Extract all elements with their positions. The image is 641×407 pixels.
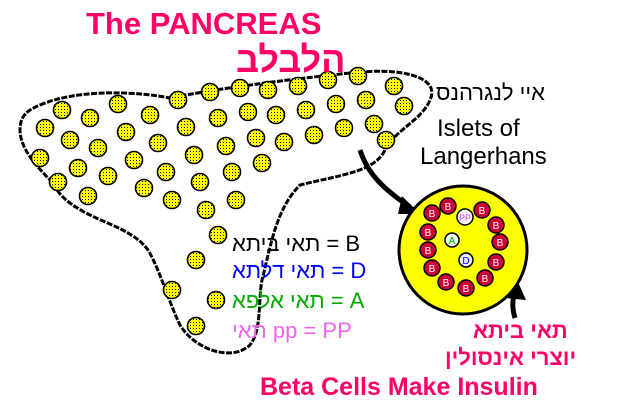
islet-dot	[210, 110, 227, 127]
islet-dot	[386, 78, 403, 95]
beta-cell-label: B	[443, 278, 450, 289]
islet-dot	[142, 107, 159, 124]
islet-dot	[298, 102, 315, 119]
islet-dot	[50, 174, 67, 191]
islets-label-english-line1: Islets of	[437, 117, 520, 141]
beta-cell-label: B	[425, 228, 432, 239]
beta-cell: B	[420, 242, 436, 258]
islet-dot	[82, 110, 99, 127]
delta-cell-label: D	[462, 256, 469, 267]
islet-dot	[90, 140, 107, 157]
beta-cell-label: B	[463, 284, 470, 295]
islet-dot	[37, 120, 54, 137]
beta-cell: B	[420, 224, 436, 240]
islet-dot	[188, 318, 205, 335]
islet-dot	[170, 92, 187, 109]
alpha-cell: A	[445, 233, 459, 247]
beta-cell-label: B	[493, 258, 500, 269]
beta-cell: B	[458, 280, 474, 296]
islet-dot	[188, 252, 205, 269]
islet-dot	[164, 282, 181, 299]
beta-cell-label: B	[497, 238, 504, 249]
beta-cell-label: B	[493, 221, 500, 232]
islet-dot	[100, 168, 117, 185]
islet-dot	[62, 132, 79, 149]
alpha-cell-label: A	[449, 236, 456, 247]
beta-cell: B	[492, 234, 508, 250]
beta-cell: B	[488, 254, 504, 270]
islet-dot	[218, 138, 235, 155]
legend-delta: תאי דלתא = D	[232, 260, 366, 282]
beta-cell: B	[438, 274, 454, 290]
islet-dot	[396, 98, 413, 115]
islet-dot	[276, 134, 293, 151]
islet-dot	[350, 68, 367, 85]
islet-dot	[290, 78, 307, 95]
islet-dot	[254, 155, 271, 172]
islet-dot	[224, 164, 241, 181]
legend-pp: תאי pp = PP	[232, 320, 352, 342]
islet-dot	[80, 188, 97, 205]
islets-label-english-line2: Langerhans	[420, 145, 547, 169]
islet-dot	[164, 192, 181, 209]
islet-dot	[118, 124, 135, 141]
islet-dot	[158, 164, 175, 181]
islet-dot	[248, 130, 265, 147]
islet-dot	[306, 127, 323, 144]
beta-cell-label: B	[429, 209, 436, 220]
islet-dot	[228, 192, 245, 209]
pp-cell-label: PP	[459, 213, 471, 223]
beta-cell-label: B	[429, 264, 436, 275]
beta-caption-hebrew-line1: תאי ביתא	[473, 320, 568, 342]
beta-cell: B	[474, 202, 490, 218]
islet-dot	[240, 104, 257, 121]
islet-dot	[192, 174, 209, 191]
islet-dot	[198, 202, 215, 219]
islet-dot	[378, 132, 395, 149]
islet-dot	[150, 135, 167, 152]
islet-dot	[126, 152, 143, 169]
legend-alpha: תאי אלפא = A	[232, 290, 364, 312]
beta-cell: B	[488, 217, 504, 233]
islet-dot	[110, 96, 127, 113]
islets-label-hebrew: איי לנגרהנס	[436, 82, 545, 104]
beta-cell: B	[440, 198, 456, 214]
beta-caption-english: Beta Cells Make Insulin	[260, 375, 538, 400]
islet-dot	[32, 150, 49, 167]
islet-dot	[208, 292, 225, 309]
title-english: The PANCREAS	[86, 8, 321, 39]
islet-dot	[366, 116, 383, 133]
beta-cell: B	[477, 270, 493, 286]
islet-dot	[136, 180, 153, 197]
beta-cell-label: B	[445, 202, 452, 213]
islet-dot	[202, 84, 219, 101]
beta-caption-hebrew-line2: יוצרי אינסולין	[445, 347, 576, 369]
beta-cell-label: B	[479, 206, 486, 217]
legend-beta: תאי ביתא = B	[232, 233, 360, 255]
islet-dot	[178, 119, 195, 136]
beta-cell: B	[424, 205, 440, 221]
beta-cell-label: B	[425, 246, 432, 257]
islet-dot	[210, 227, 227, 244]
islet-dot	[336, 120, 353, 137]
islet-dot	[186, 147, 203, 164]
delta-cell: D	[459, 253, 473, 267]
title-hebrew: הלבלב	[236, 42, 345, 78]
islet-dot	[70, 160, 87, 177]
beta-cell-label: B	[482, 274, 489, 285]
islet-dot	[260, 82, 277, 99]
pp-cell: PP	[457, 209, 473, 225]
beta-cell: B	[424, 260, 440, 276]
islet-dot	[232, 80, 249, 97]
islet-dot	[268, 107, 285, 124]
islet-dot	[54, 102, 71, 119]
islet-dot	[358, 92, 375, 109]
islet-dot	[328, 96, 345, 113]
